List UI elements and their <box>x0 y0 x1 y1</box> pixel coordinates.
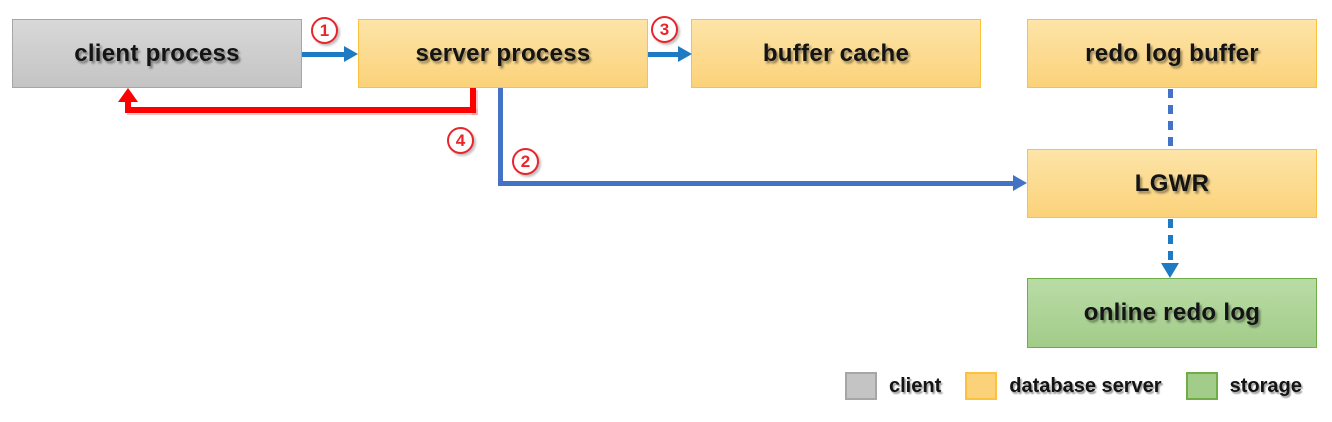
arrow-server-to-client-horizontal <box>125 107 476 113</box>
arrow-server-to-buffer-cache-arrowhead-icon <box>678 46 692 62</box>
step-badge-2: 2 <box>512 148 539 175</box>
arrow-server-to-buffer-cache-shaft <box>648 52 680 57</box>
legend: client database server storage <box>845 372 1302 400</box>
node-server-process: server process <box>358 19 648 88</box>
arrow-client-to-server-arrowhead-icon <box>344 46 358 62</box>
step-badge-4: 4 <box>447 127 474 154</box>
step-badge-1-number: 1 <box>319 20 330 40</box>
node-client-process: client process <box>12 19 302 88</box>
dashed-line-lgwr-to-online-redo-log <box>1168 219 1173 264</box>
legend-item-client: client <box>845 372 941 400</box>
legend-label-database-server: database server <box>1009 374 1162 397</box>
legend-label-storage: storage <box>1229 374 1302 397</box>
arrow-server-to-lgwr-arrowhead-icon <box>1013 175 1027 191</box>
step-badge-4-number: 4 <box>455 130 466 150</box>
step-badge-2-number: 2 <box>520 151 531 171</box>
arrow-server-to-client-upstub <box>125 100 131 108</box>
node-redo-log-buffer: redo log buffer <box>1027 19 1317 88</box>
arrow-server-to-client-vertical <box>470 88 476 113</box>
node-online-redo-log-label: online redo log <box>1083 299 1261 326</box>
legend-swatch-client <box>845 372 877 400</box>
node-lgwr-label: LGWR <box>1134 169 1210 197</box>
node-buffer-cache-label: buffer cache <box>762 39 910 67</box>
step-badge-3: 3 <box>651 16 678 43</box>
dashed-line-lgwr-arrowhead-icon <box>1161 263 1179 278</box>
step-badge-1: 1 <box>311 17 338 44</box>
legend-swatch-storage <box>1185 372 1218 400</box>
arrow-client-to-server-shaft <box>302 52 346 57</box>
dashed-line-redo-log-buffer-to-lgwr <box>1168 89 1173 149</box>
node-lgwr: LGWR <box>1027 149 1317 218</box>
legend-item-database-server: database server <box>965 372 1162 400</box>
arrow-server-to-lgwr-horizontal <box>498 181 1013 186</box>
legend-label-client: client <box>889 374 942 397</box>
arrow-server-to-client-arrowhead-icon <box>118 88 138 102</box>
node-redo-log-buffer-label: redo log buffer <box>1085 39 1259 67</box>
step-badge-3-number: 3 <box>659 19 670 39</box>
legend-swatch-database-server <box>965 372 998 400</box>
node-online-redo-log: online redo log <box>1027 278 1317 348</box>
node-server-process-label: server process <box>415 39 591 67</box>
node-buffer-cache: buffer cache <box>691 19 981 88</box>
arrow-server-to-lgwr-vertical <box>498 88 503 186</box>
legend-item-storage: storage <box>1185 372 1302 400</box>
node-client-process-label: client process <box>74 39 240 67</box>
